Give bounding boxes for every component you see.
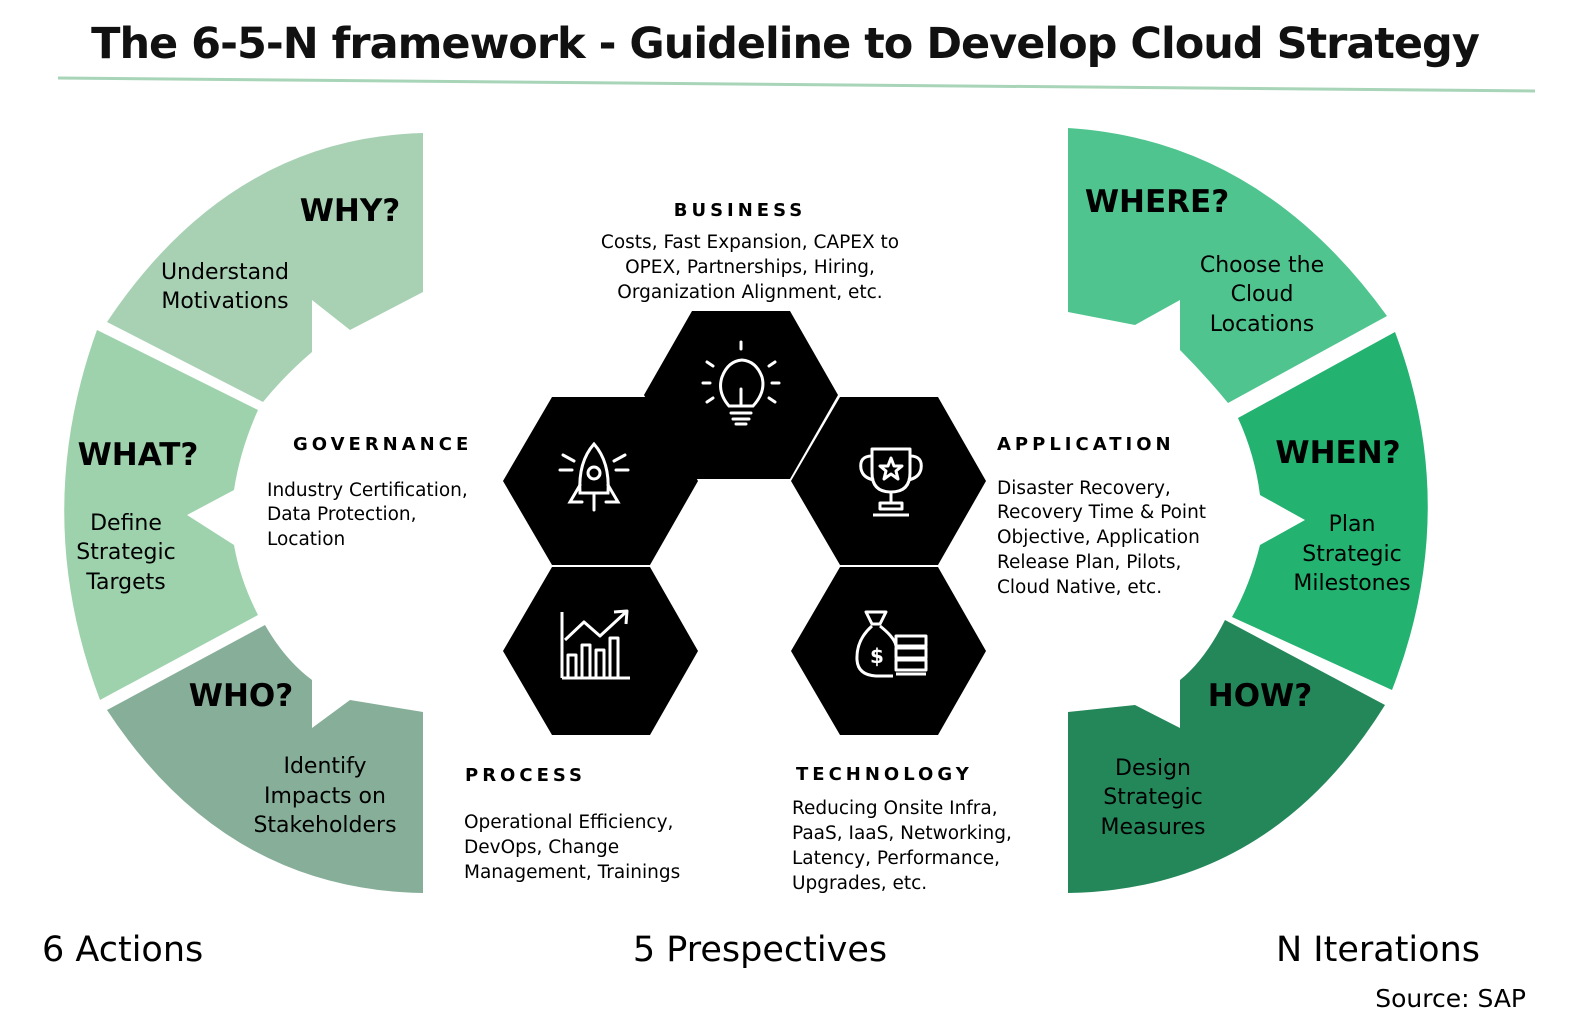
when-segment [1232,332,1428,690]
where-question: WHERE? [1085,184,1229,220]
growth-chart-icon [560,609,630,680]
where-line-2: Cloud [1231,282,1294,307]
technology-line-1: Reducing Onsite Infra, [792,798,998,819]
trophy-icon [859,447,923,517]
application-line-4: Release Plan, Pilots, [997,552,1181,573]
right-action-ring [1068,128,1428,893]
how-question: HOW? [1208,678,1312,714]
lightbulb-icon [701,340,781,426]
what-segment [64,330,258,700]
left-action-ring [64,133,423,893]
application-line-2: Recovery Time & Point [997,502,1206,523]
technology-hexagon [791,567,986,735]
governance-heading: GOVERNANCE [293,434,472,455]
governance-line-1: Industry Certification, [267,480,468,501]
application-line-5: Cloud Native, etc. [997,577,1162,598]
business-line-1: Costs, Fast Expansion, CAPEX to [601,232,899,253]
svg-text:$: $ [870,644,884,668]
when-line-1: Plan [1329,512,1376,537]
application-hexagon [791,397,986,565]
process-line-2: DevOps, Change [464,837,619,858]
footer-iterations-label: N Iterations [1276,930,1480,970]
title-rule [57,76,1536,93]
who-line-1: Identify [283,754,366,779]
money-bag-icon: $ [855,610,928,678]
governance-line-3: Location [267,529,345,550]
what-line-2: Strategic [76,540,175,565]
why-line-1: Understand [161,260,289,285]
how-line-3: Measures [1101,815,1206,840]
what-line-1: Define [90,511,162,536]
where-line-1: Choose the [1200,253,1324,278]
business-heading: BUSINESS [674,200,806,221]
application-heading: APPLICATION [997,434,1175,455]
technology-line-3: Latency, Performance, [792,848,1000,869]
who-line-2: Impacts on [264,784,386,809]
rocket-icon [558,441,630,512]
technology-line-4: Upgrades, etc. [792,873,927,894]
source-credit: Source: SAP [1375,984,1526,1013]
technology-line-2: PaaS, IaaS, Networking, [792,823,1012,844]
footer-perspectives-label: 5 Prespectives [633,930,887,970]
how-line-1: Design [1115,756,1191,781]
how-segment [1068,620,1385,893]
business-line-3: Organization Alignment, etc. [617,282,882,303]
page-title: The 6-5-N framework - Guideline to Devel… [91,19,1480,69]
who-segment [107,625,423,893]
what-line-3: Targets [85,570,166,595]
who-line-3: Stakeholders [253,813,396,838]
governance-line-2: Data Protection, [267,504,417,525]
where-segment [1068,128,1387,403]
when-question: WHEN? [1275,435,1400,471]
governance-hexagon [503,397,698,565]
how-line-2: Strategic [1103,785,1202,810]
where-line-3: Locations [1210,312,1315,337]
technology-heading: TECHNOLOGY [796,764,973,785]
why-segment [107,133,423,402]
application-line-1: Disaster Recovery, [997,478,1171,499]
when-line-2: Strategic [1302,542,1401,567]
business-line-2: OPEX, Partnerships, Hiring, [625,257,875,278]
process-line-1: Operational Efficiency, [464,812,673,833]
footer-actions-label: 6 Actions [42,930,203,970]
application-line-3: Objective, Application [997,527,1200,548]
why-line-2: Motivations [161,289,288,314]
why-question: WHY? [300,193,401,229]
when-line-3: Milestones [1293,571,1410,596]
what-question: WHAT? [78,437,199,473]
who-question: WHO? [189,678,293,714]
process-line-3: Management, Trainings [464,862,680,883]
process-heading: PROCESS [465,765,586,786]
